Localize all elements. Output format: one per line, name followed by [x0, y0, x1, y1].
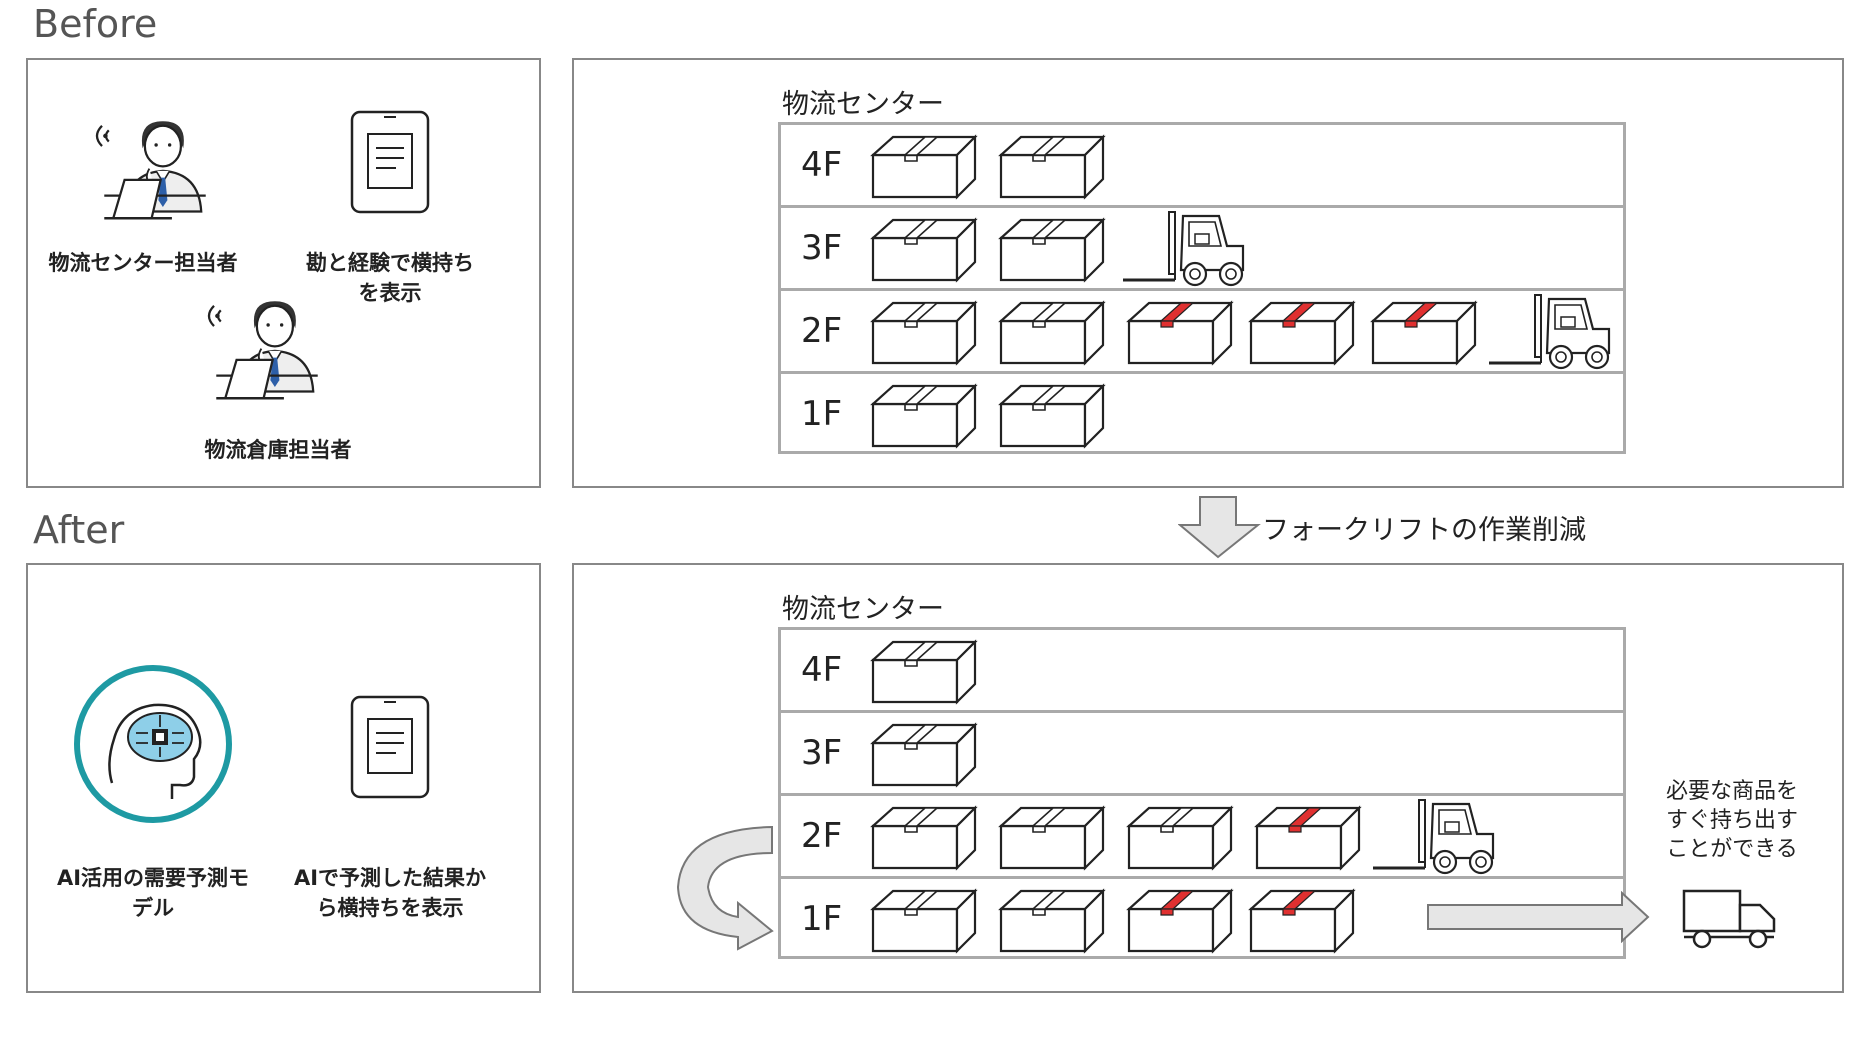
box-icon — [1247, 885, 1357, 955]
before-title: Before — [33, 2, 158, 46]
after-center-title: 物流センター — [782, 594, 944, 625]
box-icon — [869, 380, 979, 450]
box-icon — [1125, 885, 1235, 955]
floor-4f: 4F — [781, 630, 1623, 713]
person-at-laptop-icon — [88, 110, 222, 234]
tablet-label: 勘と経験で横持ちを表示 — [306, 251, 474, 305]
forklift-icon — [1369, 796, 1499, 876]
after-title: After — [33, 508, 125, 552]
building: 4F 3F 2F 1F — [778, 627, 1626, 959]
floor-label: 4F — [801, 145, 843, 185]
floor-1f: 1F — [781, 879, 1623, 962]
box-icon — [1125, 802, 1235, 872]
forklift-icon — [1119, 208, 1249, 288]
box-icon — [1247, 297, 1357, 367]
floor-label: 4F — [801, 650, 843, 690]
right-text-line: すぐ持ち出す — [1665, 808, 1798, 833]
right-text: 必要な商品を すぐ持ち出す ことができる — [1652, 777, 1812, 864]
floor-2f: 2F — [781, 796, 1623, 879]
floor-label: 3F — [801, 228, 843, 268]
floor-1f: 1F — [781, 374, 1623, 457]
transition-label: フォークリフトの作業削減 — [1262, 515, 1586, 546]
person-at-laptop-icon — [200, 290, 334, 414]
box-icon — [869, 297, 979, 367]
manager-label: 物流センター担当者 — [48, 251, 238, 275]
forklift-icon — [1485, 291, 1615, 371]
floor-label: 2F — [801, 311, 843, 351]
floor-4f: 4F — [781, 125, 1623, 208]
curved-arrow-icon — [676, 825, 774, 951]
box-icon — [1253, 802, 1363, 872]
right-text-line: 必要な商品を — [1665, 779, 1798, 804]
box-icon — [869, 636, 979, 706]
down-arrow-icon — [1178, 496, 1261, 559]
ai-head-brain-icon — [74, 665, 232, 823]
floor-3f: 3F — [781, 208, 1623, 291]
box-icon — [997, 380, 1107, 450]
tablet-document-icon — [350, 110, 430, 214]
box-icon — [997, 131, 1107, 201]
floor-3f: 3F — [781, 713, 1623, 796]
after-tablet-label: AIで予測した結果から横持ちを表示 — [293, 866, 487, 920]
box-icon — [1369, 297, 1479, 367]
building: 4F 3F 2F 1F — [778, 122, 1626, 454]
box-icon — [1125, 297, 1235, 367]
ai-label: AI活用の需要予測モデル — [56, 866, 250, 920]
tablet-document-icon — [350, 695, 430, 799]
after-left-panel: AI活用の需要予測モデル AIで予測した結果から横持ちを表示 — [26, 563, 541, 993]
after-center-panel: 物流センター 4F 3F 2F 1F 必要な商品を すぐ持ち出す ことができる — [572, 563, 1844, 993]
box-icon — [997, 802, 1107, 872]
floor-label: 2F — [801, 816, 843, 856]
truck-icon — [1680, 881, 1780, 951]
right-arrow-icon — [1427, 891, 1650, 943]
box-icon — [997, 885, 1107, 955]
floor-label: 1F — [801, 899, 843, 939]
floor-label: 3F — [801, 733, 843, 773]
warehouse-label: 物流倉庫担当者 — [204, 438, 352, 462]
floor-label: 1F — [801, 394, 843, 434]
box-icon — [997, 214, 1107, 284]
box-icon — [869, 214, 979, 284]
box-icon — [869, 131, 979, 201]
box-icon — [997, 297, 1107, 367]
box-icon — [869, 885, 979, 955]
floor-2f: 2F — [781, 291, 1623, 374]
center-title: 物流センター — [782, 89, 944, 120]
before-center-panel: 物流センター 4F 3F 2F 1F — [572, 58, 1844, 488]
right-text-line: ことができる — [1666, 837, 1798, 862]
box-icon — [869, 802, 979, 872]
before-left-panel: 物流センター担当者 勘と経験で横持ちを表示 物流倉庫担当者 — [26, 58, 541, 488]
box-icon — [869, 719, 979, 789]
